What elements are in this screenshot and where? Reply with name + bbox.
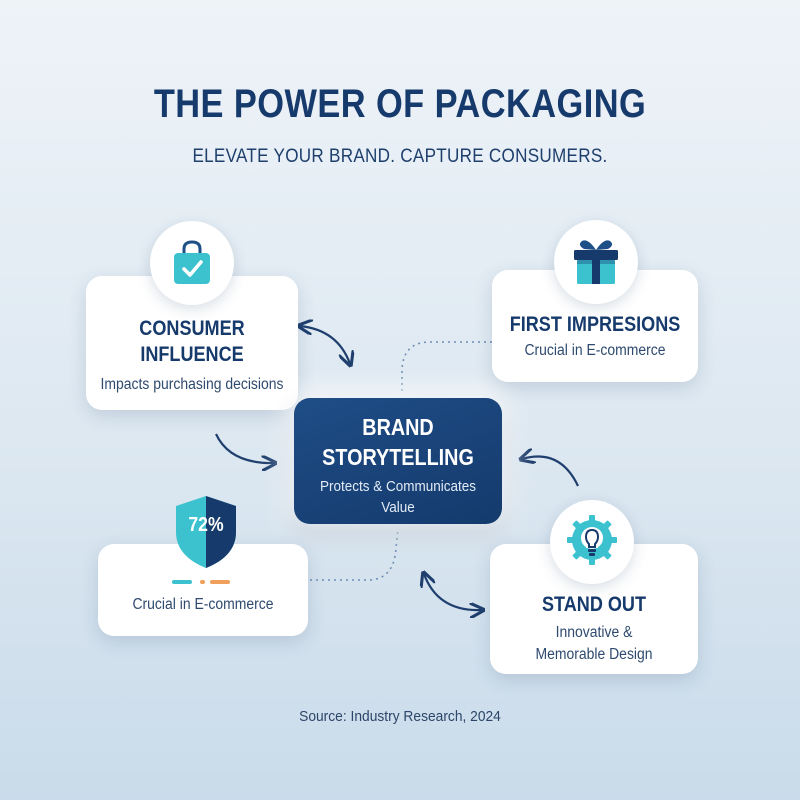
stand-out-description-2: Memorable Design — [535, 646, 653, 663]
consumer-influence-description: Impacts purchasing decisions — [100, 376, 284, 393]
gift-box-icon — [554, 220, 638, 304]
center-description-2: Value — [381, 499, 415, 516]
center-heading-1: BRAND — [362, 414, 434, 440]
arrow-standout-to-center — [522, 457, 579, 487]
dotted-connector-first-impressions — [401, 341, 492, 392]
consumer-influence-heading-2: INFLUENCE — [140, 343, 244, 366]
statistic-description: Crucial in E-commerce — [132, 596, 274, 613]
arrow-consumer-to-center-top — [300, 326, 350, 364]
stand-out-heading: STAND OUT — [541, 593, 647, 616]
dash-decoration — [172, 580, 232, 586]
center-brand-storytelling: BRAND STORYTELLING Protects & Communicat… — [294, 398, 502, 524]
first-impressions-heading: FIRST IMPRESIONS — [509, 313, 681, 336]
stand-out-description-1: Innovative & — [555, 624, 633, 641]
card-consumer-influence: CONSUMER INFLUENCE Impacts purchasing de… — [86, 276, 298, 410]
card-first-impressions: FIRST IMPRESIONS Crucial in E-commerce — [492, 270, 698, 382]
dotted-connector-statistic — [310, 527, 399, 581]
source-citation: Source: Industry Research, 2024 — [299, 708, 501, 725]
shield-icon: 72% — [172, 494, 240, 570]
first-impressions-description: Crucial in E-commerce — [524, 342, 666, 359]
lightbulb-gear-icon — [550, 500, 634, 584]
shopping-bag-check-icon — [150, 221, 234, 305]
arrow-consumer-to-center-left — [215, 433, 274, 463]
center-heading-2: STORYTELLING — [322, 444, 474, 470]
page-title: THE POWER OF PACKAGING — [153, 82, 647, 126]
arrow-center-to-standout — [424, 574, 482, 610]
consumer-influence-heading-1: CONSUMER — [139, 317, 245, 340]
statistic-value: 72% — [188, 514, 224, 536]
page-subtitle: ELEVATE YOUR BRAND. CAPTURE CONSUMERS. — [192, 146, 608, 167]
center-description-1: Protects & Communicates — [319, 478, 477, 495]
